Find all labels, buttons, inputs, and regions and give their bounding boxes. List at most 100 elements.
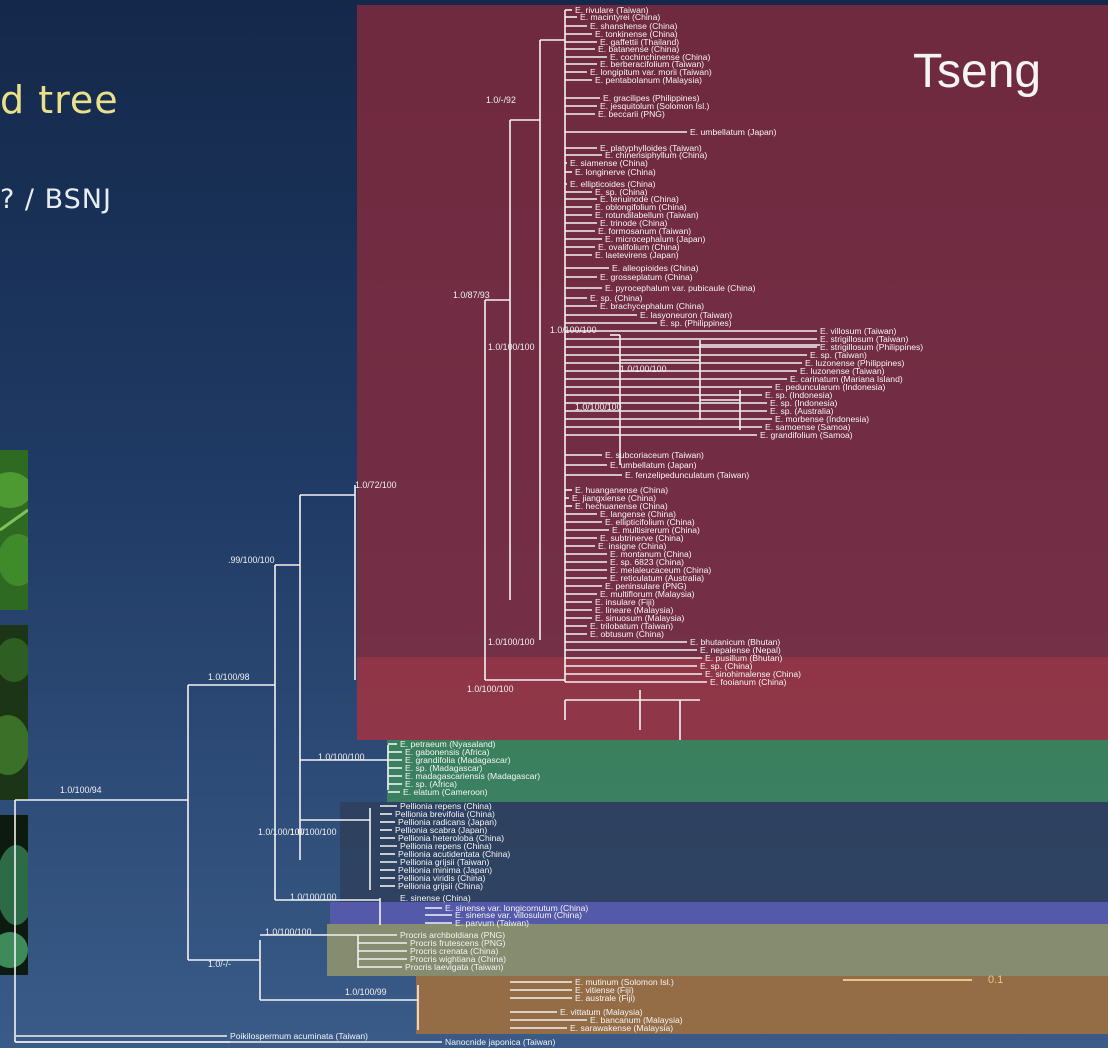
node-support-label: 1.0/-/92: [486, 95, 516, 105]
taxon-label: E. grandifolium (Samoa): [760, 430, 853, 440]
taxon-label: E. cochinchinense (China): [610, 52, 710, 62]
node-support-label: 1.0/100/100: [290, 827, 337, 837]
taxon-label: E. bancanum (Malaysia): [590, 1015, 683, 1025]
taxon-label: E. beccarii (PNG): [598, 109, 665, 119]
taxon-label: Pellionia grijsii (Taiwan): [400, 857, 489, 867]
taxon-label: E. reticulatum (Australia): [610, 573, 704, 583]
taxon-label: E. montanum (China): [610, 549, 692, 559]
taxon-label: E. batanense (China): [598, 44, 679, 54]
node-support-label: 1.0/100/100: [550, 325, 597, 335]
taxon-label: Pellionia repens (China): [400, 801, 492, 811]
node-support-label: 1.0/100/100: [488, 637, 535, 647]
taxon-label: E. insigne (China): [598, 541, 666, 551]
taxon-label: Procris wightiana (China): [410, 954, 506, 964]
node-support-label: 1.0/100/100: [290, 892, 337, 902]
taxon-label: E. sinense var. longicornutum (China): [445, 903, 588, 913]
taxon-label: E. chinensiphyllum (China): [605, 150, 707, 160]
taxon-label: E. nepalense (Nepal): [700, 645, 781, 655]
taxon-label: E. peduncularum (Indonesia): [775, 382, 885, 392]
taxon-label: E. melaleucaceum (China): [610, 565, 711, 575]
taxon-label: E. huanganense (China): [575, 485, 668, 495]
taxon-label: E. morbense (Indonesia): [775, 414, 869, 424]
taxon-label: E. peninsulare (PNG): [605, 581, 687, 591]
taxon-label: E. luzonense (Philippines): [805, 358, 904, 368]
taxon-label: E. tenuinode (China): [600, 194, 679, 204]
taxon-label: Pellionia grijsii (China): [398, 881, 483, 891]
taxon-label: E. sinense (China): [400, 893, 471, 903]
taxon-label: E. obtusum (China): [590, 629, 664, 639]
taxon-label: E. pentabolanum (Malaysia): [595, 75, 702, 85]
taxon-label: Procris archboldiana (PNG): [400, 930, 505, 940]
scale-bar-label: 0.1: [988, 974, 1003, 986]
node-support-label: 1.0/87/93: [453, 290, 490, 300]
taxon-label: Procris frutescens (PNG): [410, 938, 506, 948]
taxon-label: E. jesquitolum (Solomon Isl.): [600, 101, 710, 111]
taxon-label: E. sp. (Africa): [405, 779, 457, 789]
node-support-label: .99/100/100: [228, 555, 275, 565]
taxon-label: E. carinatum (Mariana Island): [790, 374, 903, 384]
taxon-label: E. insulare (Fiji): [595, 597, 655, 607]
taxon-label: E. jiangxiense (China): [572, 493, 656, 503]
taxon-label: E. pyrocephalum var. pubicaule (China): [605, 283, 756, 293]
taxon-label: E. sp. (Philippines): [660, 318, 732, 328]
node-support-label: 1.0/100/100: [258, 827, 305, 837]
taxon-label: E. fenzelipedunculatum (Taiwan): [625, 470, 749, 480]
taxon-label: E. gracilipes (Philippines): [603, 93, 700, 103]
taxon-label: E. platyphylloides (Taiwan): [600, 143, 702, 153]
taxon-label: E. shanshense (China): [590, 21, 678, 31]
taxon-label: E. rotundilabellum (Taiwan): [595, 210, 699, 220]
taxon-label: E. sinohimalense (China): [705, 669, 801, 679]
taxon-label: E. trilobatum (Taiwan): [590, 621, 673, 631]
author-name: Tseng: [913, 45, 1042, 98]
taxon-label: E. sinuosum (Malaysia): [595, 613, 684, 623]
taxon-label: E. multiflorum (Malaysia): [600, 589, 695, 599]
taxon-label: E. lineare (Malaysia): [595, 605, 673, 615]
taxon-label: E. macintyrei (China): [580, 12, 660, 22]
node-support-label: 1.0/100/99: [345, 987, 387, 997]
taxon-label: Pellionia acutidentata (China): [398, 849, 510, 859]
node-support-label: 1.0/100/100: [318, 752, 365, 762]
taxon-label: E. sp. 6823 (China): [610, 557, 684, 567]
taxon-label: E. sp. (Madagascar): [405, 763, 483, 773]
slide-subtitle: ? / BSNJ: [0, 184, 112, 215]
taxon-label: E. parvum (Taiwan): [455, 918, 529, 928]
taxon-label: E. sp. (China): [700, 661, 753, 671]
taxon-label: E. longipitum var. morii (Taiwan): [590, 67, 712, 77]
taxon-label: Pellionia radicans (Japan): [398, 817, 497, 827]
taxon-label: E. sp. (Taiwan): [810, 350, 867, 360]
plant-photo-1: [0, 450, 28, 610]
taxon-label: Pellionia heteroloba (China): [398, 833, 504, 843]
taxon-label: E. sp. (Indonesia): [765, 390, 832, 400]
taxon-label: E. tonkinense (China): [595, 29, 678, 39]
taxon-label: E. ellipticifolium (China): [605, 517, 695, 527]
clade-band-lower-red: [357, 657, 1108, 740]
taxon-label: E. gaffettii (Thailand): [600, 37, 679, 47]
taxon-label: E. luzonense (Taiwan): [800, 366, 885, 376]
taxon-label: E. fooianum (China): [710, 677, 787, 687]
taxon-label: E. pusillum (Bhutan): [705, 653, 783, 663]
taxon-label: Procris laevigata (Taiwan): [405, 962, 504, 972]
taxon-label: E. strigillosum (Taiwan): [820, 334, 908, 344]
taxon-label: E. alleopioides (China): [612, 263, 699, 273]
taxon-label: E. lasyoneuron (Taiwan): [640, 310, 732, 320]
taxon-label: E. oblongifolium (China): [595, 202, 687, 212]
taxon-label: E. sarawakense (Malaysia): [570, 1023, 673, 1033]
taxon-label: E. vittatum (Malaysia): [560, 1007, 643, 1017]
taxon-label: E. subtrinerve (China): [600, 533, 684, 543]
taxon-label: E. strigillosum (Philippines): [820, 342, 923, 352]
taxon-label: E. umbellatum (Japan): [690, 127, 777, 137]
node-support-label: 1.0/100/100: [265, 927, 312, 937]
taxon-label: E. subcoriaceum (Taiwan): [605, 450, 704, 460]
taxon-label: Pellionia brevifolia (China): [395, 809, 495, 819]
taxon-label: E. villosum (Taiwan): [820, 326, 897, 336]
taxon-label: E. siamense (China): [570, 158, 648, 168]
taxon-label: E. berberacifolium (Taiwan): [600, 59, 704, 69]
taxon-label: E. gabonensis (Africa): [405, 747, 490, 757]
taxon-label: Procris crenata (China): [410, 946, 498, 956]
taxon-label: E. madagascariensis (Madagascar): [405, 771, 540, 781]
node-support-label: 1.0/100/100: [467, 684, 514, 694]
clade-band-orange: [416, 976, 1108, 1034]
taxon-label: E. rivulare (Taiwan): [575, 5, 649, 15]
